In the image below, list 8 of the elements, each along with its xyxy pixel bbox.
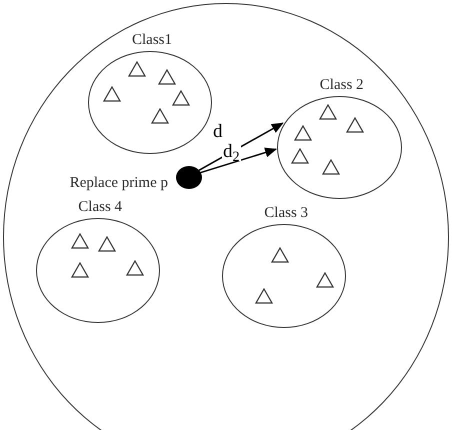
class-label: Class1: [132, 31, 172, 50]
point-label: Replace prime p: [70, 174, 168, 193]
edge-label: d$_{2}$: [222, 142, 241, 161]
class-label: Class 2: [320, 76, 364, 95]
class-label: Class 3: [264, 204, 308, 223]
arrow: [200, 148, 278, 174]
arrow: [198, 122, 284, 171]
class-label: Class 4: [78, 198, 122, 217]
